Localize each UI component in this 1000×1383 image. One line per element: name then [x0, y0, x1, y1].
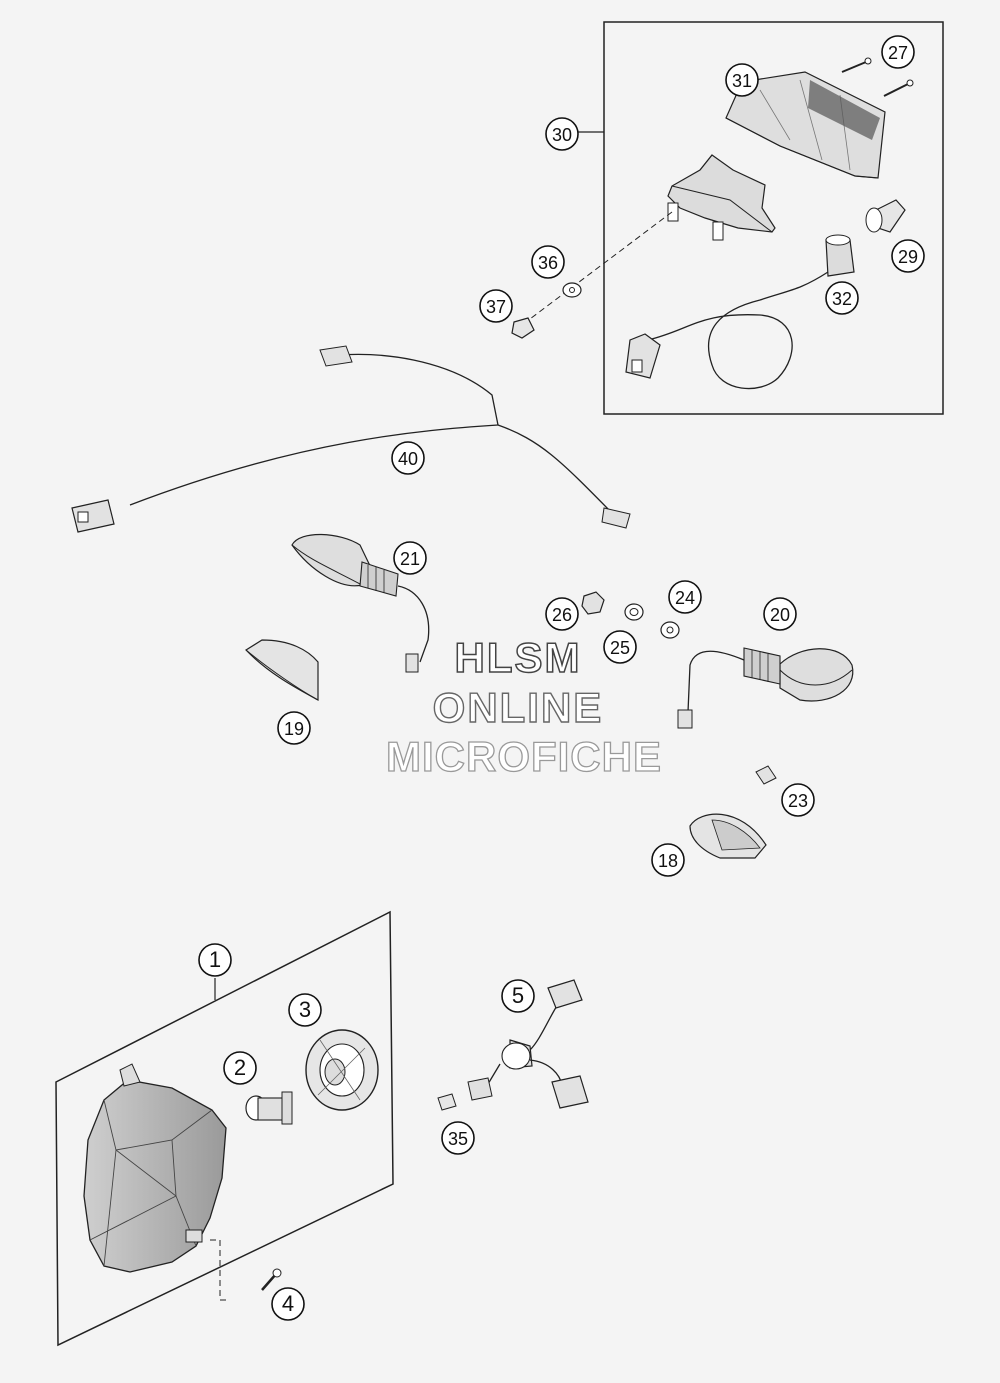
callout-circle-3	[288, 993, 322, 1027]
tail-light-assembly-frame	[603, 21, 944, 415]
callout-circle-25	[603, 630, 637, 664]
callout-circle-23	[781, 783, 815, 817]
callout-label-30: 30	[552, 125, 572, 145]
callout-circle-1	[198, 943, 232, 977]
callout-circle-24	[668, 580, 702, 614]
mount-hardware	[511, 211, 673, 339]
callout-label-23: 23	[788, 791, 808, 811]
callout-label-40: 40	[398, 449, 418, 469]
callout-circle-30	[545, 117, 579, 151]
callout-circle-5	[501, 979, 535, 1013]
callout-circle-37	[479, 289, 513, 323]
callout-29: 29	[891, 239, 925, 273]
right-turn-signal	[677, 647, 854, 729]
lens-screws	[841, 57, 914, 97]
callout-18: 18	[651, 843, 685, 877]
callout-label-19: 19	[284, 719, 304, 739]
callout-label-4: 4	[282, 1291, 294, 1316]
callout-circle-36	[531, 245, 565, 279]
tail-light-wiring	[625, 234, 855, 390]
callout-label-18: 18	[658, 851, 678, 871]
callout-label-2: 2	[234, 1055, 246, 1080]
callout-label-20: 20	[770, 605, 790, 625]
callout-label-36: 36	[538, 253, 558, 273]
watermark-line-3: MICROFICHE	[386, 733, 662, 780]
callout-circle-4	[271, 1287, 305, 1321]
callout-circle-20	[763, 597, 797, 631]
callout-21: 21	[393, 541, 427, 575]
callout-27: 27	[881, 35, 915, 69]
callout-circle-2	[223, 1051, 257, 1085]
callout-circle-21	[393, 541, 427, 575]
callout-label-35: 35	[448, 1129, 468, 1149]
callout-40: 40	[391, 441, 425, 475]
callout-3: 3	[288, 993, 322, 1027]
callout-circle-19	[277, 711, 311, 745]
callout-label-27: 27	[888, 43, 908, 63]
callout-label-31: 31	[732, 71, 752, 91]
callout-circle-29	[891, 239, 925, 273]
callout-circle-27	[881, 35, 915, 69]
callout-label-21: 21	[400, 549, 420, 569]
callout-35: 35	[441, 1121, 475, 1155]
callout-24: 24	[668, 580, 702, 614]
left-turn-signal-lens	[245, 639, 319, 702]
wire-harness	[71, 345, 631, 533]
headlight-assembly-group	[55, 910, 394, 1347]
callout-26: 26	[545, 597, 579, 631]
callout-label-3: 3	[299, 997, 311, 1022]
callout-label-29: 29	[898, 247, 918, 267]
callout-31: 31	[725, 63, 759, 97]
watermark: HLSM ONLINE MICROFICHE	[385, 633, 662, 780]
callout-circle-26	[545, 597, 579, 631]
callout-label-32: 32	[832, 289, 852, 309]
tail-light-bulb	[865, 199, 906, 233]
callout-36: 36	[531, 245, 565, 279]
headlight-screw	[261, 1268, 282, 1291]
callout-25: 25	[603, 630, 637, 664]
watermark-line-1: HLSM	[455, 634, 582, 681]
headlight-cover	[305, 1029, 379, 1111]
tail-light-assembly-group	[578, 21, 944, 415]
callout-20: 20	[763, 597, 797, 631]
callout-32: 32	[825, 281, 859, 315]
callout-1: 1	[198, 943, 232, 977]
position-light-harness	[437, 979, 589, 1111]
tail-light-housing	[667, 154, 776, 241]
callout-19: 19	[277, 711, 311, 745]
callout-37: 37	[479, 289, 513, 323]
callout-label-5: 5	[512, 983, 524, 1008]
callout-4: 4	[271, 1287, 305, 1321]
callout-circle-35	[441, 1121, 475, 1155]
left-turn-signal	[291, 533, 430, 673]
callout-2: 2	[223, 1051, 257, 1085]
right-turn-signal-lens	[689, 813, 767, 859]
callout-label-26: 26	[552, 605, 572, 625]
callout-label-24: 24	[675, 588, 695, 608]
callout-label-25: 25	[610, 638, 630, 658]
callout-circle-40	[391, 441, 425, 475]
turn-signal-hardware	[581, 591, 680, 639]
callout-23: 23	[781, 783, 815, 817]
headlight-assembly-frame	[55, 910, 394, 1347]
callout-circle-32	[825, 281, 859, 315]
headlight-housing	[83, 1063, 230, 1301]
callout-30: 30	[545, 117, 579, 151]
callout-5: 5	[501, 979, 535, 1013]
headlight-bulb	[245, 1091, 293, 1125]
turn-signal-bulb	[755, 765, 777, 785]
watermark-line-2: ONLINE	[433, 684, 604, 731]
callout-label-37: 37	[486, 297, 506, 317]
callout-circle-18	[651, 843, 685, 877]
callout-label-1: 1	[209, 947, 221, 972]
callout-circle-31	[725, 63, 759, 97]
tail-light-lens	[725, 71, 886, 179]
